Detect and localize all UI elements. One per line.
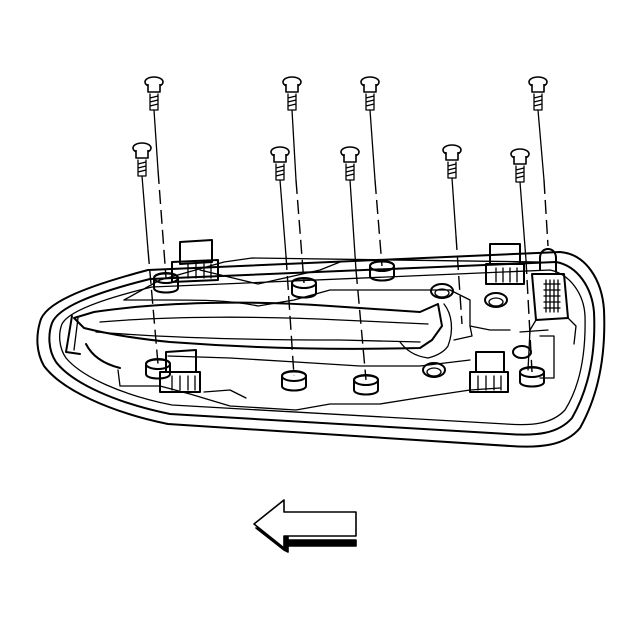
retaining-clip-1 [171, 239, 219, 283]
screw-8 [442, 144, 463, 325]
arrow-left-icon [253, 499, 357, 553]
screw-4 [528, 76, 549, 247]
retaining-clip-3 [159, 349, 201, 393]
retaining-clip-2 [485, 243, 525, 285]
retaining-clip-4 [469, 351, 509, 393]
screw-2 [282, 76, 305, 284]
screw-9 [510, 148, 533, 373]
screws [132, 76, 549, 381]
screw-7 [340, 146, 367, 381]
console-lid-panel [36, 248, 606, 448]
screw-6 [270, 146, 295, 377]
screw-5 [132, 142, 159, 365]
screw-1 [144, 76, 167, 279]
right-ribbed-boss [543, 279, 561, 313]
screw-3 [360, 76, 383, 267]
